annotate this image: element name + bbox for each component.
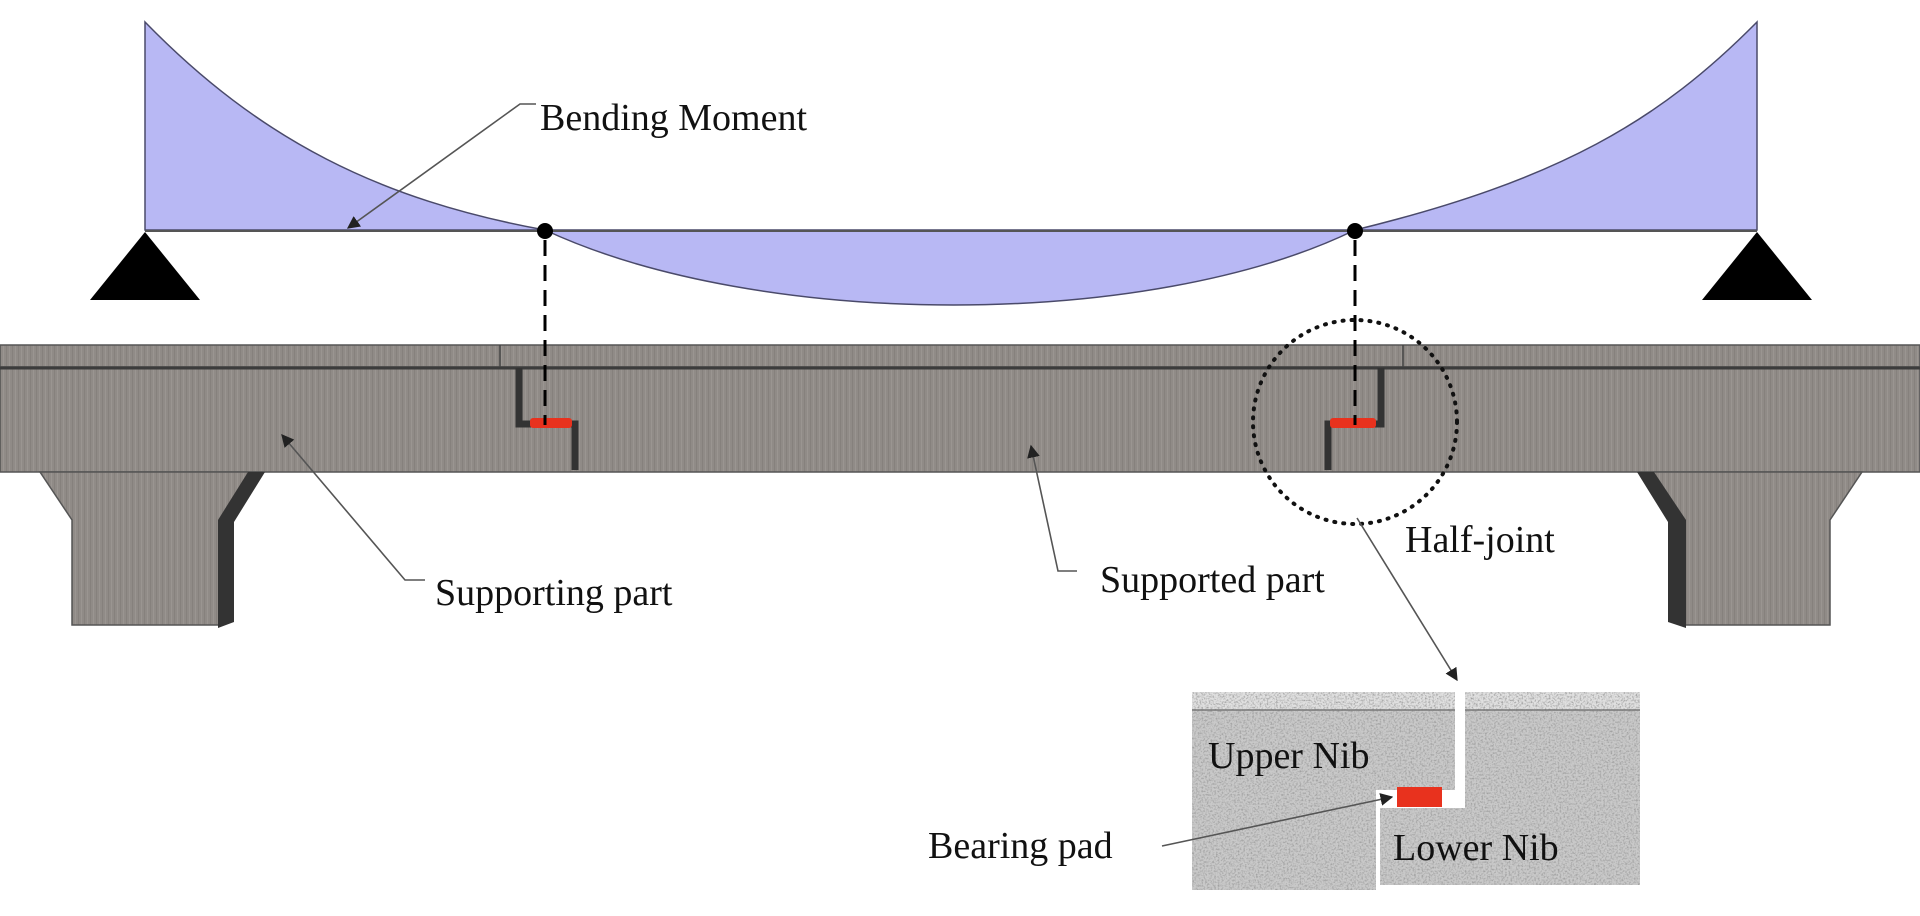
bearing-pad-label: Bearing pad (928, 825, 1113, 867)
left-inflection-point (537, 223, 553, 239)
half-joint-detail (1192, 692, 1640, 890)
upper-nib-block (1192, 692, 1455, 890)
right-pier (1637, 471, 1864, 628)
girder (0, 366, 1920, 473)
bending-moment-leader (346, 103, 536, 229)
moment-region-middle (544, 229, 1356, 306)
bearing-pad-leader (1161, 793, 1394, 847)
bending-moment-label: Bending Moment (540, 97, 807, 139)
half-joint-label: Half-joint (1405, 519, 1555, 561)
half-joint-highlight-circle (1251, 318, 1459, 526)
deck-slab (0, 344, 1920, 368)
moment-region-right (1354, 20, 1758, 231)
supported-part-leader (1027, 444, 1077, 572)
right-pin-support-icon (1702, 232, 1812, 300)
supported-part-label: Supported part (1100, 559, 1325, 601)
right-bearing-pad (1330, 418, 1376, 428)
left-pin-support-icon (90, 232, 200, 300)
bending-moment-diagram (144, 20, 1758, 306)
beam (0, 344, 1920, 473)
lower-nib-label: Lower Nib (1393, 827, 1559, 869)
right-inflection-point (1347, 223, 1363, 239)
bearing-pad-detail (1397, 787, 1442, 807)
supporting-part-leader (281, 434, 425, 581)
left-bearing-pad (530, 418, 572, 428)
lower-nib-block (1380, 692, 1640, 885)
moment-region-left (144, 20, 546, 231)
supporting-part-label: Supporting part (435, 572, 673, 614)
left-half-joint (515, 368, 579, 470)
half-joint-leader (1356, 517, 1458, 682)
left-pier (38, 471, 265, 628)
upper-nib-label: Upper Nib (1208, 735, 1369, 777)
